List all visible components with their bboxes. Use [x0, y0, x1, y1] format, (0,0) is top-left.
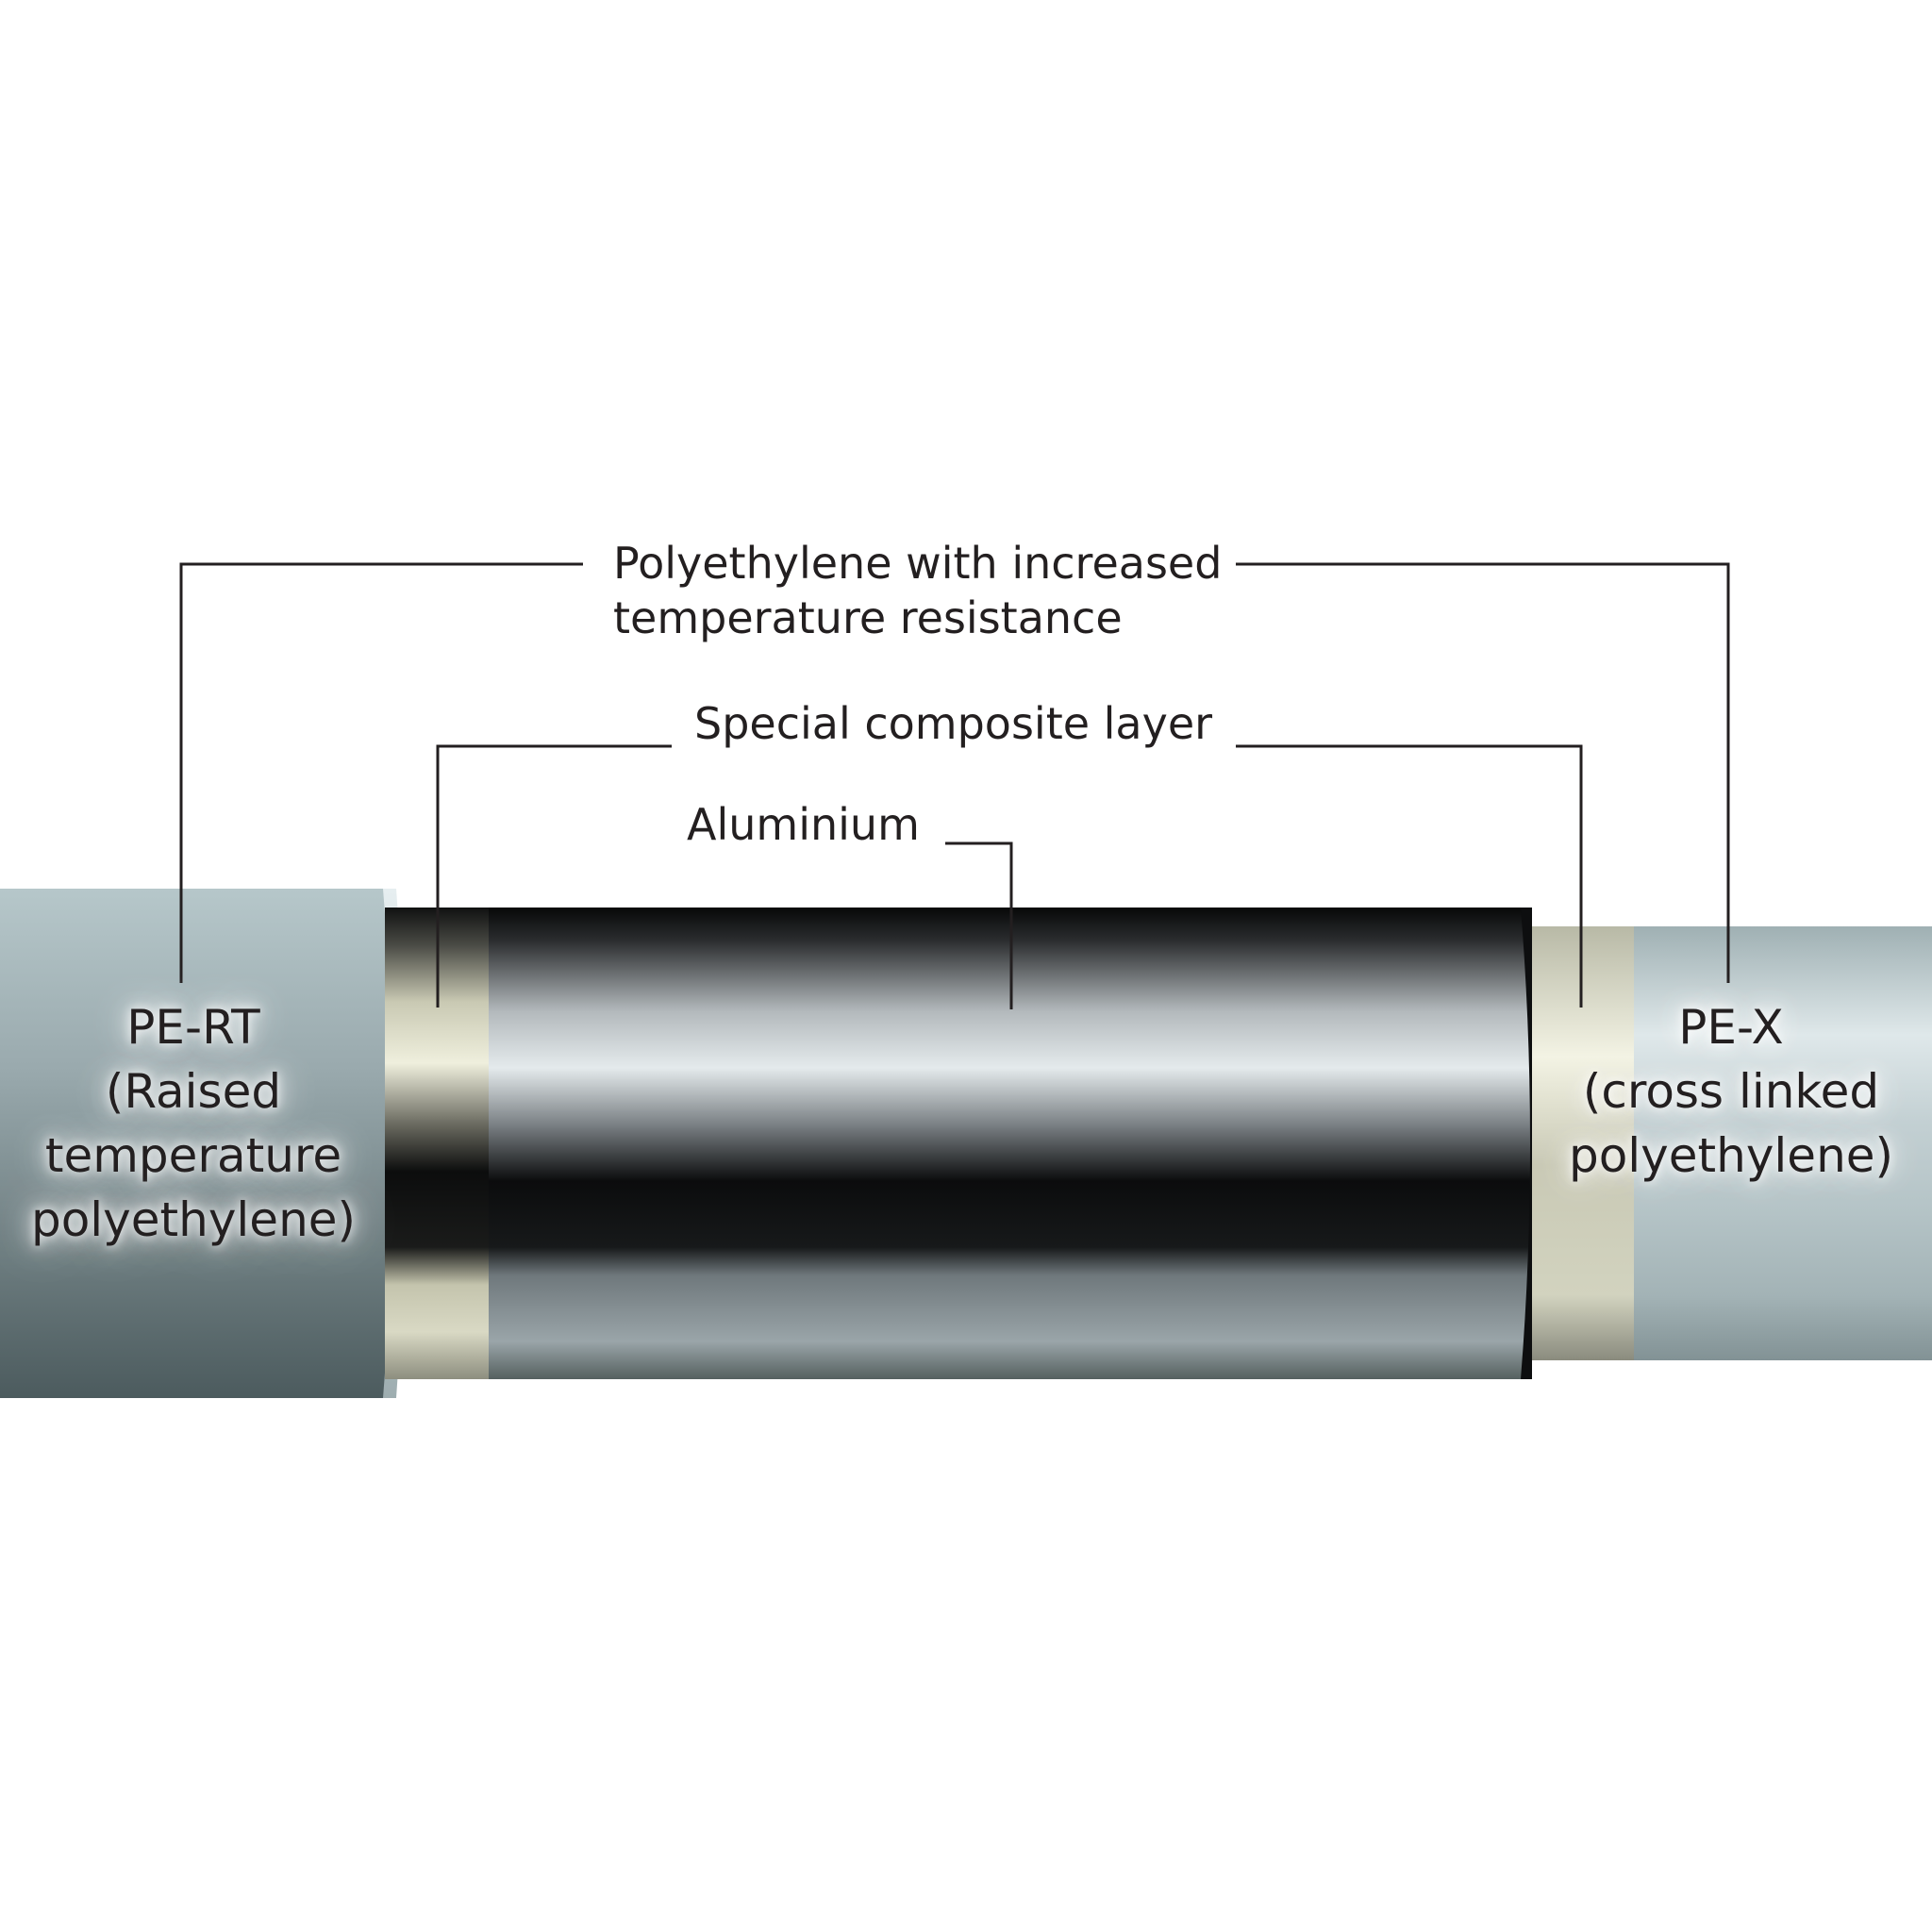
label-pe-rt-line4: polyethylene)	[30, 1192, 357, 1247]
outer-pipe-pe-rt	[0, 889, 396, 1398]
label-polyethylene-line2: temperature resistance	[613, 592, 1123, 643]
aluminium-core	[387, 908, 1532, 1379]
label-pe-rt-line3: temperature	[44, 1128, 342, 1183]
leader-composite-left	[436, 744, 672, 1008]
label-composite-layer: Special composite layer	[694, 696, 1212, 751]
label-pe-x: PE-X (cross linked polyethylene)	[1538, 995, 1924, 1188]
label-pe-rt-line2: (Raised	[105, 1064, 282, 1119]
label-polyethylene-line1: Polyethylene with increased	[613, 538, 1223, 589]
label-pe-x-line1: PE-X	[1678, 1000, 1784, 1055]
leader-polyethylene-right	[1236, 562, 1730, 983]
label-pe-x-line2: (cross linked	[1582, 1064, 1880, 1119]
leader-lines	[179, 562, 1730, 1009]
label-pe-x-line3: polyethylene)	[1568, 1128, 1894, 1183]
label-aluminium-text: Aluminium	[687, 799, 920, 850]
composite-band-right	[1532, 926, 1634, 1360]
leader-composite-right	[1236, 744, 1583, 1008]
leader-aluminium	[945, 841, 1013, 1009]
label-aluminium: Aluminium	[687, 797, 920, 852]
label-composite-text: Special composite layer	[694, 698, 1213, 749]
label-pe-rt-line1: PE-RT	[126, 1000, 260, 1055]
label-pe-rt: PE-RT (Raised temperature polyethylene)	[0, 995, 387, 1252]
aluminium-end-edge	[1521, 908, 1532, 1379]
label-polyethylene: Polyethylene with increased temperature …	[613, 536, 1222, 645]
leader-polyethylene-left	[179, 562, 583, 983]
